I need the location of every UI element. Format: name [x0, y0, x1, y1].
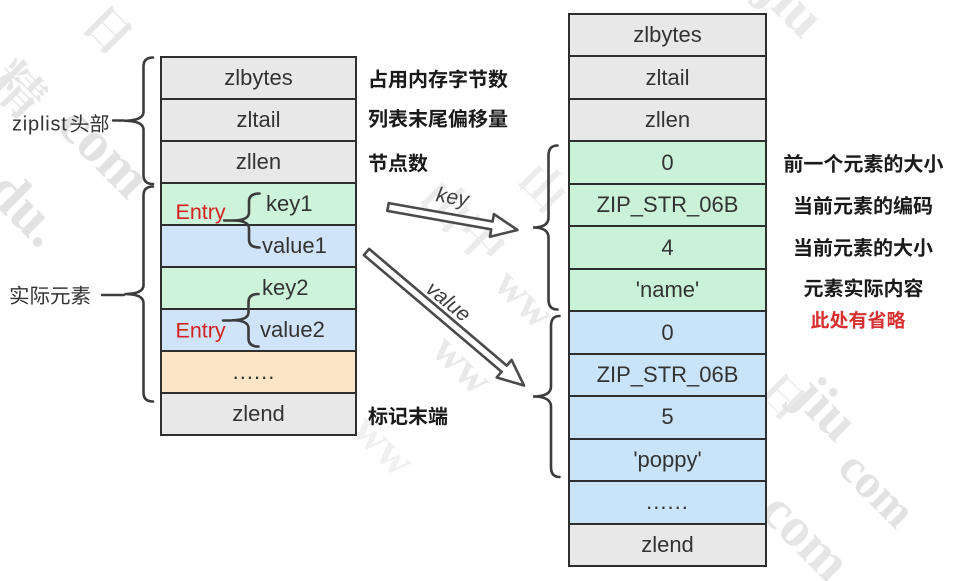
- svg-text:key: key: [434, 183, 472, 212]
- svg-text:ziplist: ziplist: [12, 114, 68, 136]
- svg-text:Entry: Entry: [176, 319, 226, 343]
- svg-text:Entry: Entry: [176, 200, 226, 224]
